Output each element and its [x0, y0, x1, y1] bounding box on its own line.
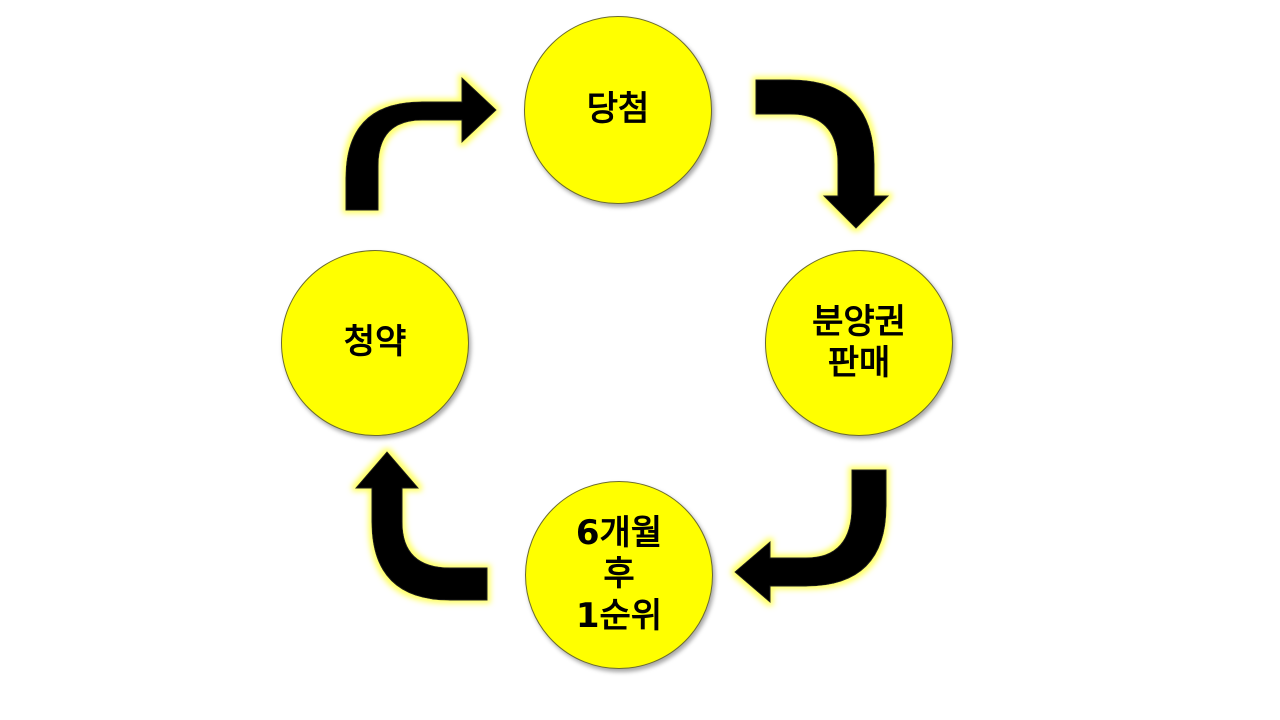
node-subscription: 청약: [281, 250, 469, 436]
arrow-top-left: [345, 76, 497, 211]
node-first-priority-label: 6개월 후 1순위: [575, 512, 663, 636]
node-presale-rights-sale-label: 분양권 판매: [812, 301, 906, 383]
node-first-priority-after-6-months: 6개월 후 1순위: [525, 481, 713, 669]
arrow-bottom-left: [354, 451, 488, 601]
node-win-label: 당첨: [586, 89, 650, 130]
node-win: 당첨: [524, 16, 712, 204]
node-subscription-label: 청약: [343, 322, 407, 363]
arrow-top-right: [755, 79, 890, 229]
node-presale-rights-sale: 분양권 판매: [765, 250, 953, 436]
arrow-bottom-right: [734, 469, 887, 604]
